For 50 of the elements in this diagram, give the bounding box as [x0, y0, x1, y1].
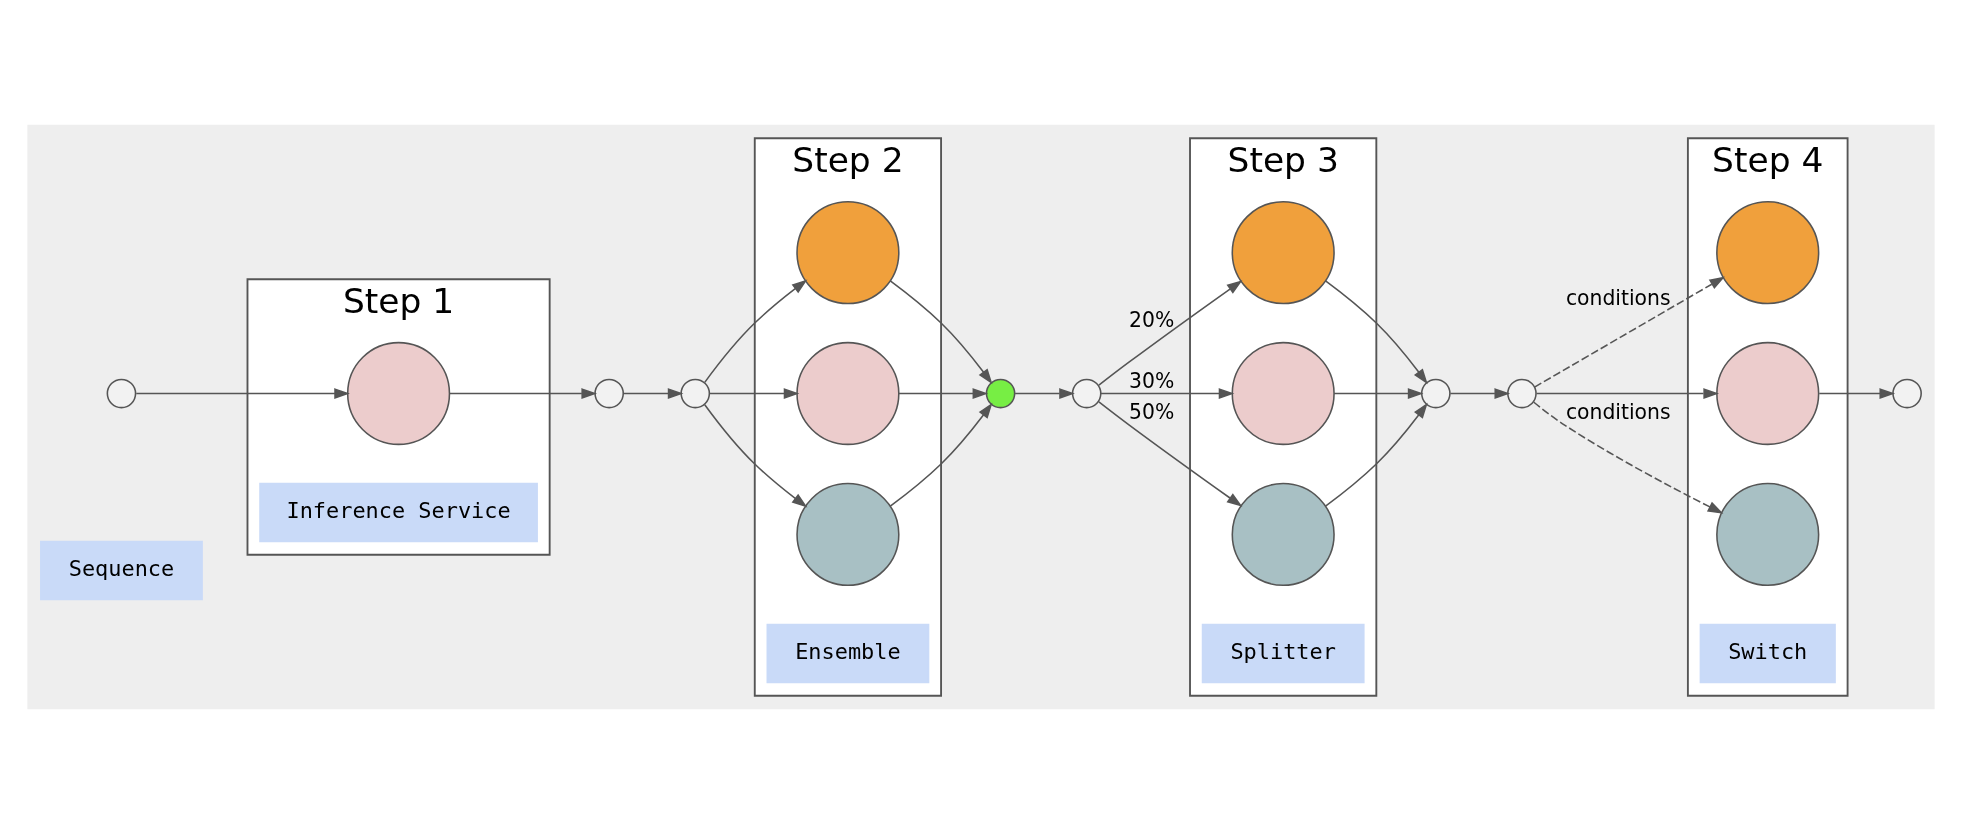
- node-circle: [985, 378, 1016, 409]
- arrow: [1324, 280, 1428, 385]
- node-circle: [1507, 378, 1537, 409]
- node-circle: [1231, 200, 1335, 305]
- node-circle: [1716, 482, 1820, 587]
- node-circle: [346, 341, 451, 446]
- arrow: [1098, 401, 1243, 507]
- arrow: [898, 388, 989, 399]
- arrow: [1533, 276, 1726, 388]
- node-box: Ensemble: [766, 623, 930, 684]
- arrow: [449, 388, 598, 399]
- arrow: [1449, 388, 1511, 399]
- arrow: [703, 279, 808, 384]
- arrow: [1324, 402, 1428, 507]
- edge-label: 50%: [1129, 400, 1175, 425]
- arrow: [1100, 388, 1235, 399]
- arrow: [1014, 388, 1075, 399]
- node-circle: [1231, 341, 1335, 446]
- edge-label: 30%: [1129, 368, 1175, 393]
- edge-label: conditions: [1565, 285, 1671, 310]
- arrow: [708, 388, 800, 399]
- node-circle: [680, 378, 711, 409]
- arrow: [135, 388, 350, 399]
- node-circle: [796, 200, 900, 305]
- node-circle: [1716, 200, 1820, 305]
- node-circle: [1716, 341, 1820, 446]
- arrow: [1818, 388, 1896, 399]
- node-circle: [796, 341, 900, 446]
- arrow: [622, 388, 684, 399]
- arrow: [889, 402, 993, 507]
- node-box: Switch: [1699, 623, 1836, 684]
- arrow: [1098, 280, 1243, 386]
- node-box: Splitter: [1201, 623, 1365, 684]
- node-circle: [1420, 378, 1451, 409]
- node-circle: [1071, 378, 1102, 409]
- node-circle: [796, 482, 900, 587]
- arrow: [889, 280, 993, 385]
- node-circle: [1892, 378, 1922, 409]
- arrow: [703, 403, 808, 508]
- node-box: Sequence: [40, 540, 203, 601]
- arrow: [1333, 388, 1424, 399]
- node-circle: [106, 378, 137, 409]
- cluster: [27, 124, 1935, 710]
- node-circle: [594, 378, 625, 409]
- arrow: [1533, 401, 1724, 514]
- arrow: [1535, 388, 1720, 399]
- node-box: Inference Service: [259, 482, 538, 543]
- node-circle: [1231, 482, 1335, 587]
- edge-label: 20%: [1129, 307, 1175, 332]
- edge-label: conditions: [1565, 400, 1671, 425]
